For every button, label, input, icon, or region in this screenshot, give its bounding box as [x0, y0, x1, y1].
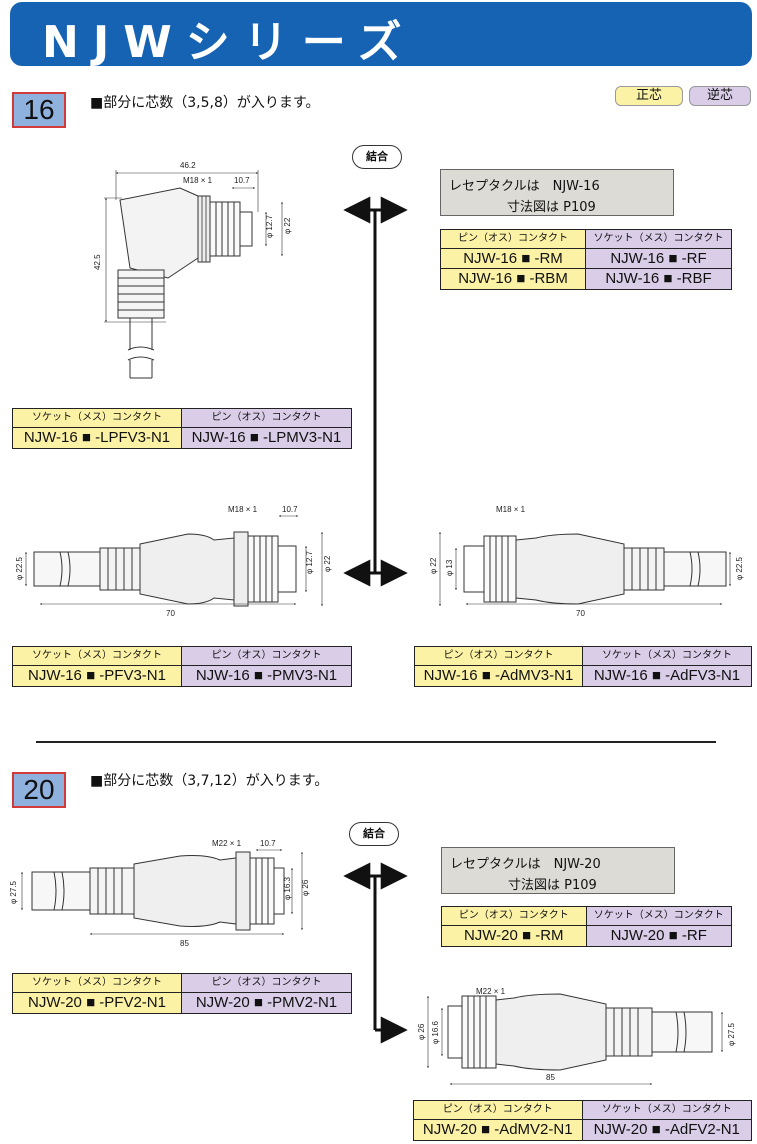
dim-label: φ 22.5 — [735, 556, 744, 580]
legend-normal-core: 正芯 — [615, 86, 683, 106]
legend-reverse-core: 逆芯 — [689, 86, 751, 106]
dim-label: φ 22 — [429, 557, 438, 574]
mate-label: 結合 — [352, 145, 402, 169]
part-number: NJW-20 ■ -RM — [442, 926, 587, 946]
section-number-16: 16 — [12, 92, 66, 128]
dim-label: φ 26 — [417, 1023, 426, 1040]
table-header: ピン（オス）コンタクト — [441, 230, 586, 249]
table-header: ソケット（メス）コンタクト — [13, 409, 182, 428]
receptacle-model: レセプタクルは NJW-16 — [449, 179, 600, 194]
dim-label: φ 27.5 — [9, 880, 18, 904]
table-header: ソケット（メス）コンタクト — [583, 647, 751, 666]
adapter-dimensions — [439, 531, 731, 607]
straight-plug-drawing — [31, 851, 285, 931]
dim-label: 70 — [166, 609, 175, 618]
part-number: NJW-16 ■ -LPFV3-N1 — [13, 428, 182, 448]
table-header: ピン（オス）コンタクト — [442, 907, 587, 926]
dim-label: φ 22 — [323, 555, 332, 572]
angle-plug-drawing — [117, 187, 253, 379]
adapter-drawing — [463, 533, 727, 605]
receptacle-part-table: ピン（オス）コンタクト ソケット（メス）コンタクト NJW-20 ■ -RM N… — [441, 906, 732, 947]
adapter-drawing — [447, 993, 713, 1071]
part-number: NJW-16 ■ -LPMV3-N1 — [182, 428, 351, 448]
table-header: ピン（オス）コンタクト — [182, 409, 351, 428]
dim-label: 10.7 — [234, 176, 250, 185]
straight-plug-part-table: ソケット（メス）コンタクト ピン（オス）コンタクト NJW-20 ■ -PFV2… — [12, 973, 352, 1014]
dim-label: M18 × 1 — [228, 505, 258, 514]
part-number: NJW-20 ■ -PFV2-N1 — [13, 993, 182, 1013]
dim-label: 85 — [546, 1073, 555, 1082]
part-number: NJW-16 ■ -AdMV3-N1 — [415, 666, 583, 686]
dim-label: φ 22 — [283, 217, 292, 234]
part-number: NJW-20 ■ -AdFV2-N1 — [582, 1120, 751, 1140]
receptacle-model: レセプタクルは NJW-20 — [450, 857, 601, 872]
core-count-note: ■部分に芯数（3,5,8）が入ります。 — [90, 95, 320, 111]
dim-label: φ 12.7 — [305, 550, 314, 574]
receptacle-info: レセプタクルは NJW-16 寸法図は P109 — [440, 169, 674, 216]
part-number: NJW-20 ■ -AdMV2-N1 — [414, 1120, 583, 1140]
dim-label: φ 16.6 — [431, 1020, 440, 1044]
core-count-note: ■部分に芯数（3,7,12）が入ります。 — [90, 773, 329, 789]
adapter-dimensions — [427, 995, 723, 1085]
page-title: NJWシリーズ — [42, 17, 416, 68]
dim-label: M18 × 1 — [496, 505, 526, 514]
dim-label: φ 16.3 — [283, 876, 292, 900]
part-number: NJW-16 ■ -RM — [441, 249, 586, 269]
section-number-20: 20 — [12, 772, 66, 808]
table-header: ソケット（メス）コンタクト — [586, 230, 731, 249]
straight-plug-part-table: ソケット（メス）コンタクト ピン（オス）コンタクト NJW-16 ■ -PFV3… — [12, 646, 352, 687]
table-header: ソケット（メス）コンタクト — [13, 647, 182, 666]
table-header: ピン（オス）コンタクト — [182, 974, 351, 993]
receptacle-page-ref: 寸法図は P109 — [507, 200, 596, 215]
table-header: ピン（オス）コンタクト — [182, 647, 351, 666]
angle-plug-part-table: ソケット（メス）コンタクト ピン（オス）コンタクト NJW-16 ■ -LPFV… — [12, 408, 352, 449]
dim-label: M22 × 1 — [476, 987, 506, 996]
table-header: ピン（オス）コンタクト — [414, 1101, 583, 1120]
dim-label: φ 22.5 — [15, 556, 24, 580]
dim-label: 10.7 — [260, 839, 276, 848]
straight-plug-drawing — [33, 531, 297, 607]
straight-plug-dimensions — [25, 515, 323, 607]
angle-plug-dimensions — [104, 170, 283, 323]
dim-label: 46.2 — [180, 161, 196, 170]
receptacle-part-table: ピン（オス）コンタクト ソケット（メス）コンタクト NJW-16 ■ -RM N… — [440, 229, 732, 290]
table-header: ソケット（メス）コンタクト — [13, 974, 182, 993]
part-number: NJW-16 ■ -RF — [586, 249, 731, 269]
table-header: ソケット（メス）コンタクト — [586, 907, 731, 926]
dim-label: φ 13 — [445, 559, 454, 576]
mate-bracket — [343, 196, 408, 587]
mate-bracket — [343, 862, 408, 1044]
straight-plug-dimensions — [21, 849, 303, 935]
table-header: ソケット（メス）コンタクト — [582, 1101, 751, 1120]
part-number: NJW-16 ■ -PMV3-N1 — [182, 666, 351, 686]
section-divider — [36, 741, 716, 743]
dim-label: φ 26 — [301, 879, 310, 896]
dim-label: φ 12.7 — [265, 214, 274, 238]
adapter-part-table: ピン（オス）コンタクト ソケット（メス）コンタクト NJW-16 ■ -AdMV… — [414, 646, 752, 687]
mate-label: 結合 — [349, 822, 399, 846]
dim-label: M22 × 1 — [212, 839, 242, 848]
dim-label: 85 — [180, 939, 189, 948]
adapter-part-table: ピン（オス）コンタクト ソケット（メス）コンタクト NJW-20 ■ -AdMV… — [413, 1100, 752, 1141]
part-number: NJW-16 ■ -PFV3-N1 — [13, 666, 182, 686]
receptacle-info: レセプタクルは NJW-20 寸法図は P109 — [441, 847, 675, 894]
part-number: NJW-20 ■ -RF — [586, 926, 731, 946]
part-number: NJW-20 ■ -PMV2-N1 — [182, 993, 351, 1013]
dim-label: 10.7 — [282, 505, 298, 514]
part-number: NJW-16 ■ -AdFV3-N1 — [583, 666, 751, 686]
title-banner: NJWシリーズ — [10, 2, 752, 68]
dim-label: M18 × 1 — [183, 176, 213, 185]
receptacle-page-ref: 寸法図は P109 — [508, 878, 597, 893]
part-number: NJW-16 ■ -RBF — [586, 269, 731, 289]
dim-label: 70 — [576, 609, 585, 618]
part-number: NJW-16 ■ -RBM — [441, 269, 586, 289]
dim-label: 42.5 — [93, 254, 102, 270]
dim-label: φ 27.5 — [727, 1022, 736, 1046]
table-header: ピン（オス）コンタクト — [415, 647, 583, 666]
